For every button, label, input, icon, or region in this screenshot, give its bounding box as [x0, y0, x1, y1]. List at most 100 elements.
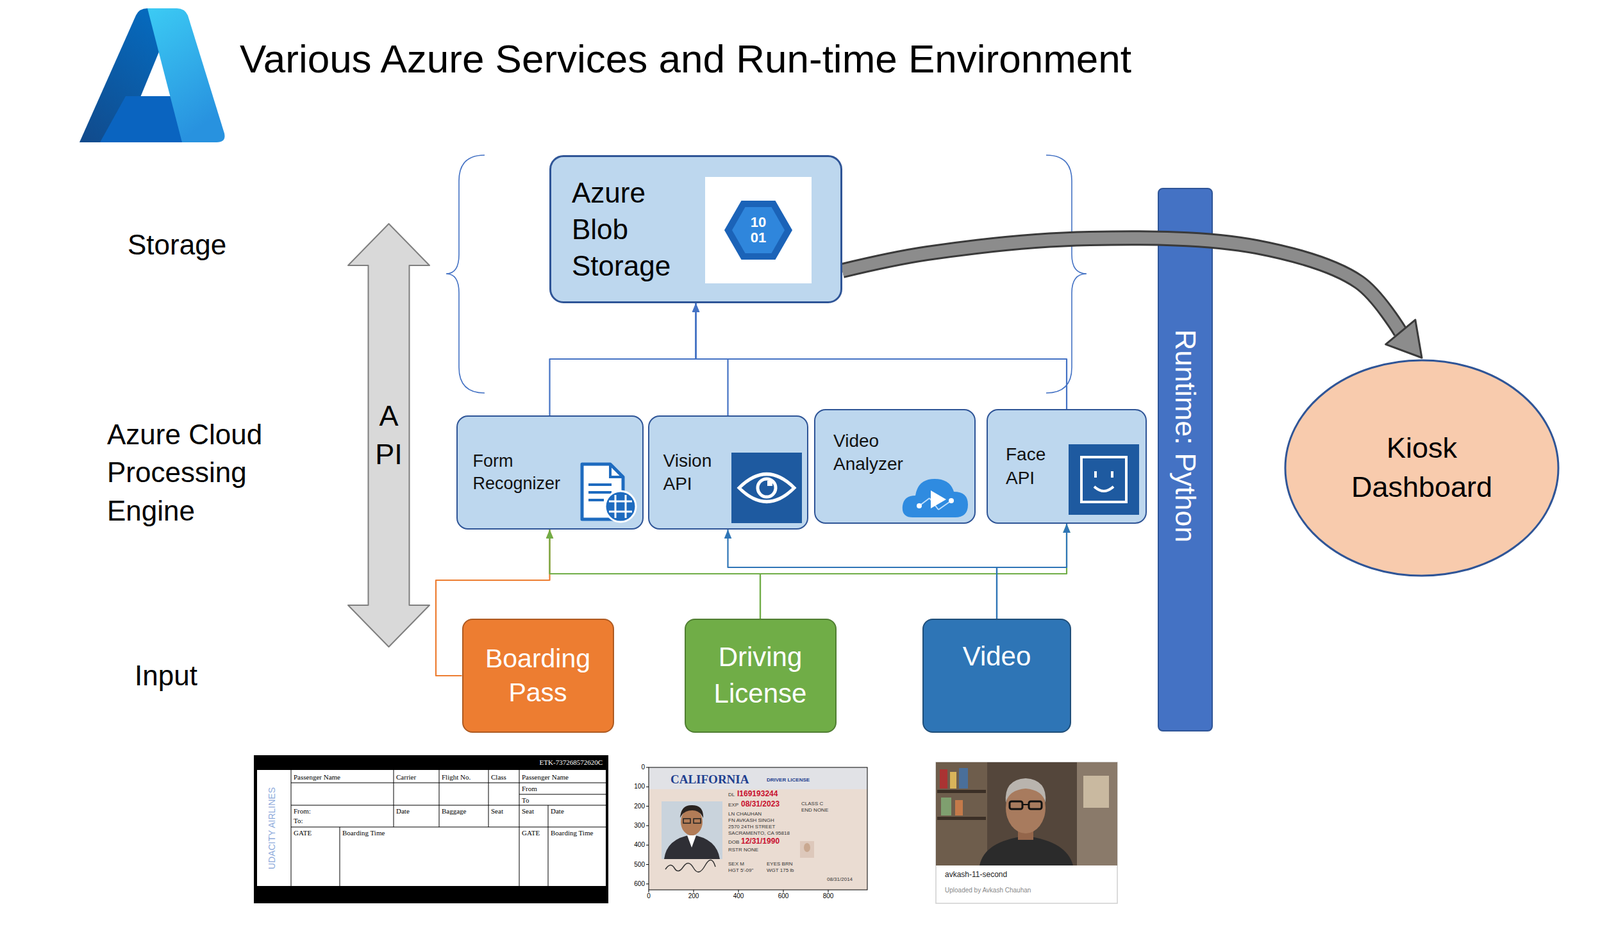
vision-icon: [731, 452, 802, 524]
label-holder: Seat: [521, 807, 534, 815]
label-holder: EXP: [728, 802, 739, 808]
license-plot: [648, 767, 868, 890]
service-box: Vision API: [648, 415, 809, 530]
label-holder: Uploaded by Avkash Chauhan: [944, 886, 1031, 894]
license-plot: [693, 818, 701, 824]
axis-tick: 500: [633, 861, 645, 868]
airline-name: UDACITY AIRLINES: [267, 787, 277, 870]
license-field: RSTR NONE: [728, 847, 759, 853]
video-analyzer-icon: [948, 498, 954, 504]
label-holder: 01: [750, 230, 767, 245]
license-field: WGT 175 lb: [766, 867, 795, 874]
table-cell: Boarding Time: [342, 829, 385, 837]
label-holder: Passenger Name: [293, 773, 341, 781]
license-plot: [800, 841, 815, 858]
license-plot: [646, 767, 829, 893]
label-holder: LN CHAUHAN: [728, 811, 762, 817]
video-analyzer-icon: [930, 490, 947, 509]
connector: [760, 523, 1067, 619]
license-plot: [665, 859, 716, 872]
node-text: Face API: [1005, 442, 1058, 490]
face-icon: [1081, 457, 1127, 502]
boarding-pass-image: [291, 769, 606, 886]
label-holder: DRIVER LICENSE: [766, 777, 810, 783]
video-thumbnail: [958, 767, 968, 789]
boarding-pass-image: [488, 769, 490, 827]
video-thumbnail: [1076, 762, 1118, 866]
video-thumbnail: [1022, 803, 1029, 806]
storage-brace: [1046, 155, 1087, 393]
api-arrow: [348, 223, 430, 647]
label-holder: Baggage: [441, 807, 467, 815]
vision-icon: [767, 480, 773, 486]
dashboard-ellipse: Kiosk Dashboard: [1283, 358, 1560, 577]
label-holder: CLASS C: [801, 801, 824, 807]
label-holder: Carrier: [396, 773, 417, 781]
video-uploader: Uploaded by Avkash Chauhan: [944, 886, 1031, 894]
boarding-pass-image: [519, 794, 606, 795]
label-holder: 08/31/2023: [741, 800, 780, 808]
boarding-pass-image: [291, 826, 606, 828]
title-holder: Various Azure Services and Run-time Envi…: [239, 35, 1132, 83]
label-holder: 600: [633, 880, 645, 888]
service-box: Face API: [986, 408, 1147, 524]
license-plot: [646, 786, 649, 788]
license-plot: [661, 801, 723, 859]
axis-tick: 0: [641, 764, 645, 771]
node-text: Video Analyzer: [833, 429, 917, 477]
label-holder: 2570 24TH STREET: [728, 824, 775, 830]
label-holder: 200: [688, 892, 700, 900]
vision-icon: [731, 452, 802, 524]
vision-icon: [739, 474, 795, 502]
video-thumbnail: [955, 800, 963, 816]
table-cell: Class: [491, 773, 507, 781]
table-cell: GATE: [293, 829, 312, 837]
license-field: 08/31/2023: [741, 800, 780, 808]
input-box: Driving License: [684, 618, 837, 733]
license-field: DOB: [728, 839, 740, 845]
license-plot: [646, 844, 649, 846]
license-field: 08/31/2014: [826, 876, 853, 883]
video-thumbnail: [937, 816, 986, 820]
license-plot: [828, 889, 829, 893]
blob-storage-icon: [724, 200, 793, 260]
label-holder: Date: [550, 807, 565, 815]
face-icon: [1068, 444, 1140, 515]
connector: [550, 303, 697, 416]
video-thumbnail: [1083, 775, 1109, 808]
license-plot: [693, 889, 695, 893]
label-holder: DOB: [728, 839, 740, 845]
table-cell: Baggage: [441, 807, 467, 815]
video-analyzer-icon: [900, 472, 971, 520]
label-holder: SEX M: [728, 861, 745, 867]
license-plot: [683, 818, 691, 824]
connector: [435, 529, 550, 676]
label-holder: GATE: [521, 829, 540, 837]
license-plot: [646, 805, 649, 807]
node-text: Boarding Pass: [472, 641, 604, 711]
license-plot: [646, 883, 649, 884]
license-plot: [738, 889, 740, 893]
node-text: Runtime: Python: [1167, 329, 1203, 543]
table-cell: To:: [293, 817, 304, 825]
label-holder: CALIFORNIA: [670, 773, 749, 786]
video-thumbnail: [937, 789, 986, 793]
license-plot: [646, 864, 649, 865]
azure-logo: [147, 8, 225, 143]
blob-storage-icon: [705, 176, 812, 284]
license-field: SEX M: [728, 861, 745, 867]
label-holder: ETK-737268572620C: [539, 758, 603, 767]
blob-storage-icon: 1001: [705, 176, 812, 284]
flow-arrow: [1385, 319, 1422, 358]
label-holder: RSTR NONE: [728, 847, 759, 853]
license-plot: [680, 805, 704, 818]
axis-tick: 300: [633, 822, 645, 829]
axis-tick: 800: [823, 892, 834, 900]
boarding-pass-image: [253, 755, 609, 904]
table-cell: Seat: [491, 807, 504, 815]
label-holder: Passenger Name: [521, 773, 569, 781]
boarding-pass-image: [519, 769, 520, 886]
license-plot: [664, 834, 720, 859]
label-holder: Azure Cloud Processing Engine: [107, 415, 281, 530]
